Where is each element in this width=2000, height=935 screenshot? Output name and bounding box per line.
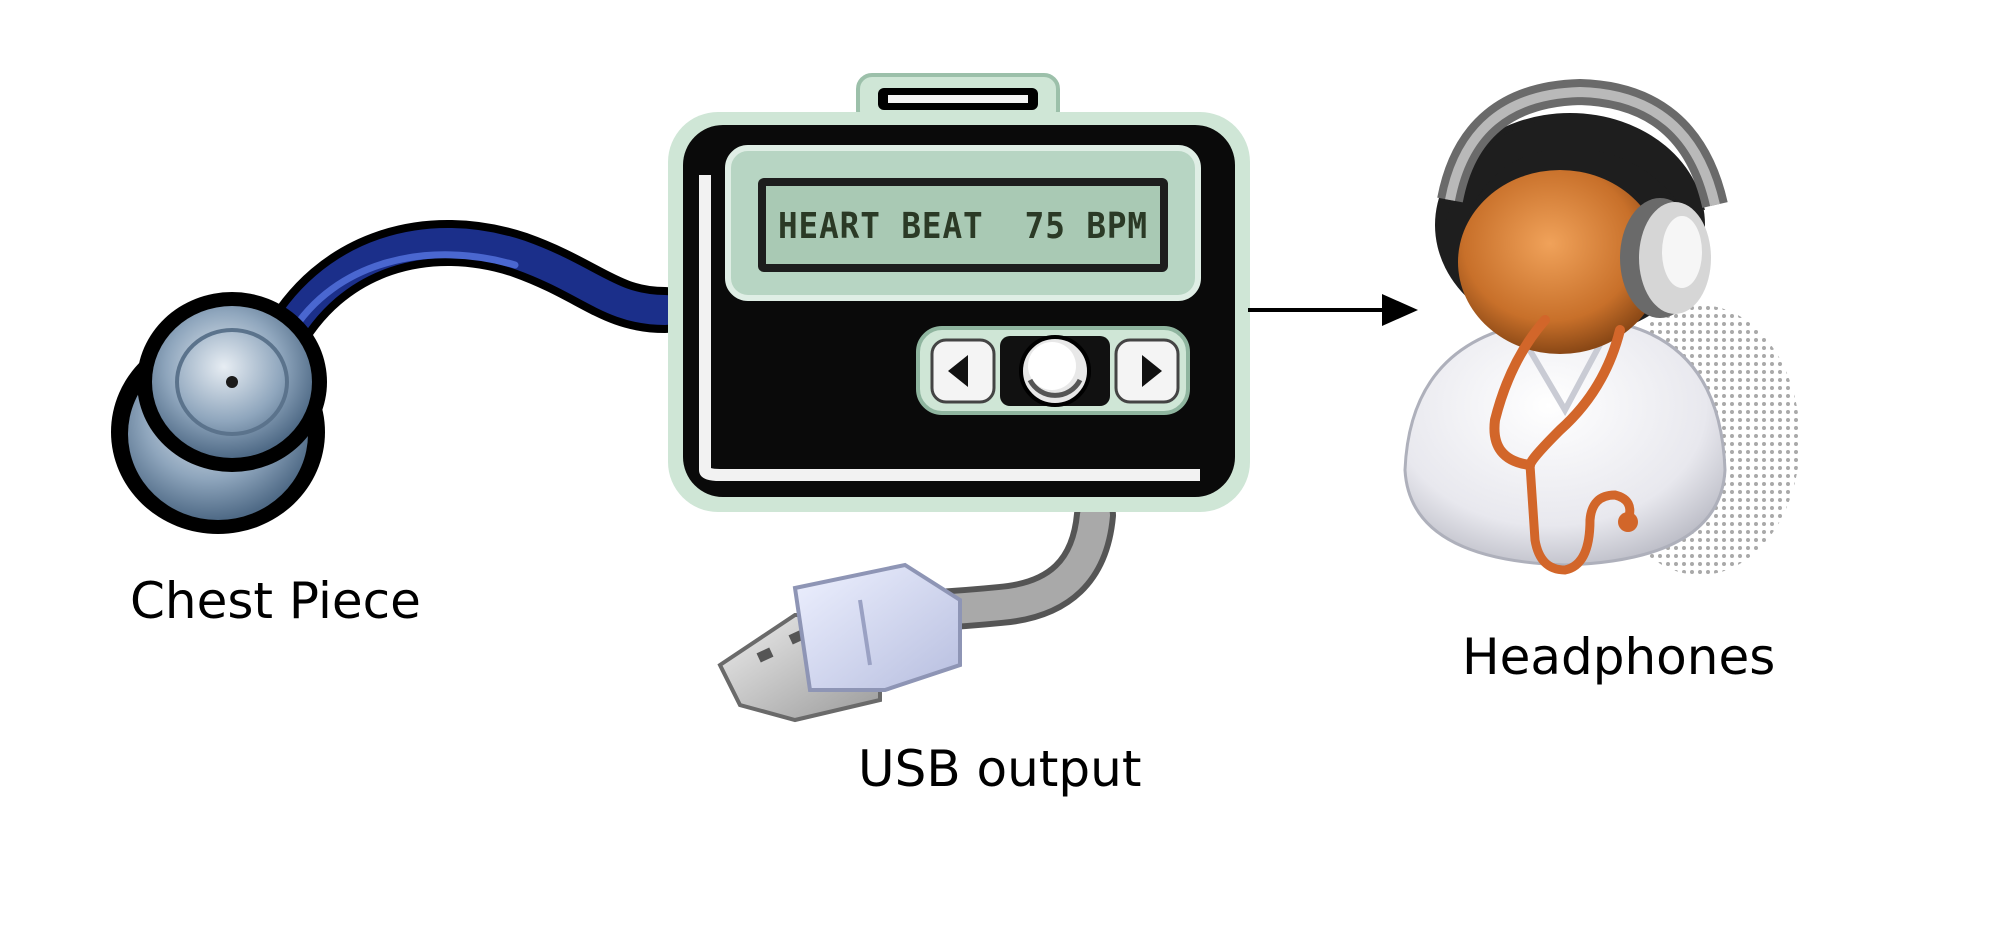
chest-piece-icon: [111, 220, 688, 534]
stethoscope-device: HEART BEAT 75 BPM: [668, 73, 1250, 512]
headphones-label: Headphones: [1462, 628, 1776, 686]
chest-piece-label: Chest Piece: [130, 572, 421, 630]
lcd-display-text: HEART BEAT 75 BPM: [778, 206, 1148, 247]
doctor-headphones-icon: [1403, 78, 1800, 575]
usb-plug-icon: [717, 494, 1116, 723]
usb-output-label: USB output: [858, 740, 1142, 798]
select-button-icon[interactable]: [1019, 335, 1091, 407]
left-arrow-button-icon[interactable]: [948, 355, 968, 387]
output-arrow-icon: [1248, 294, 1418, 326]
right-arrow-button-icon[interactable]: [1142, 355, 1162, 387]
